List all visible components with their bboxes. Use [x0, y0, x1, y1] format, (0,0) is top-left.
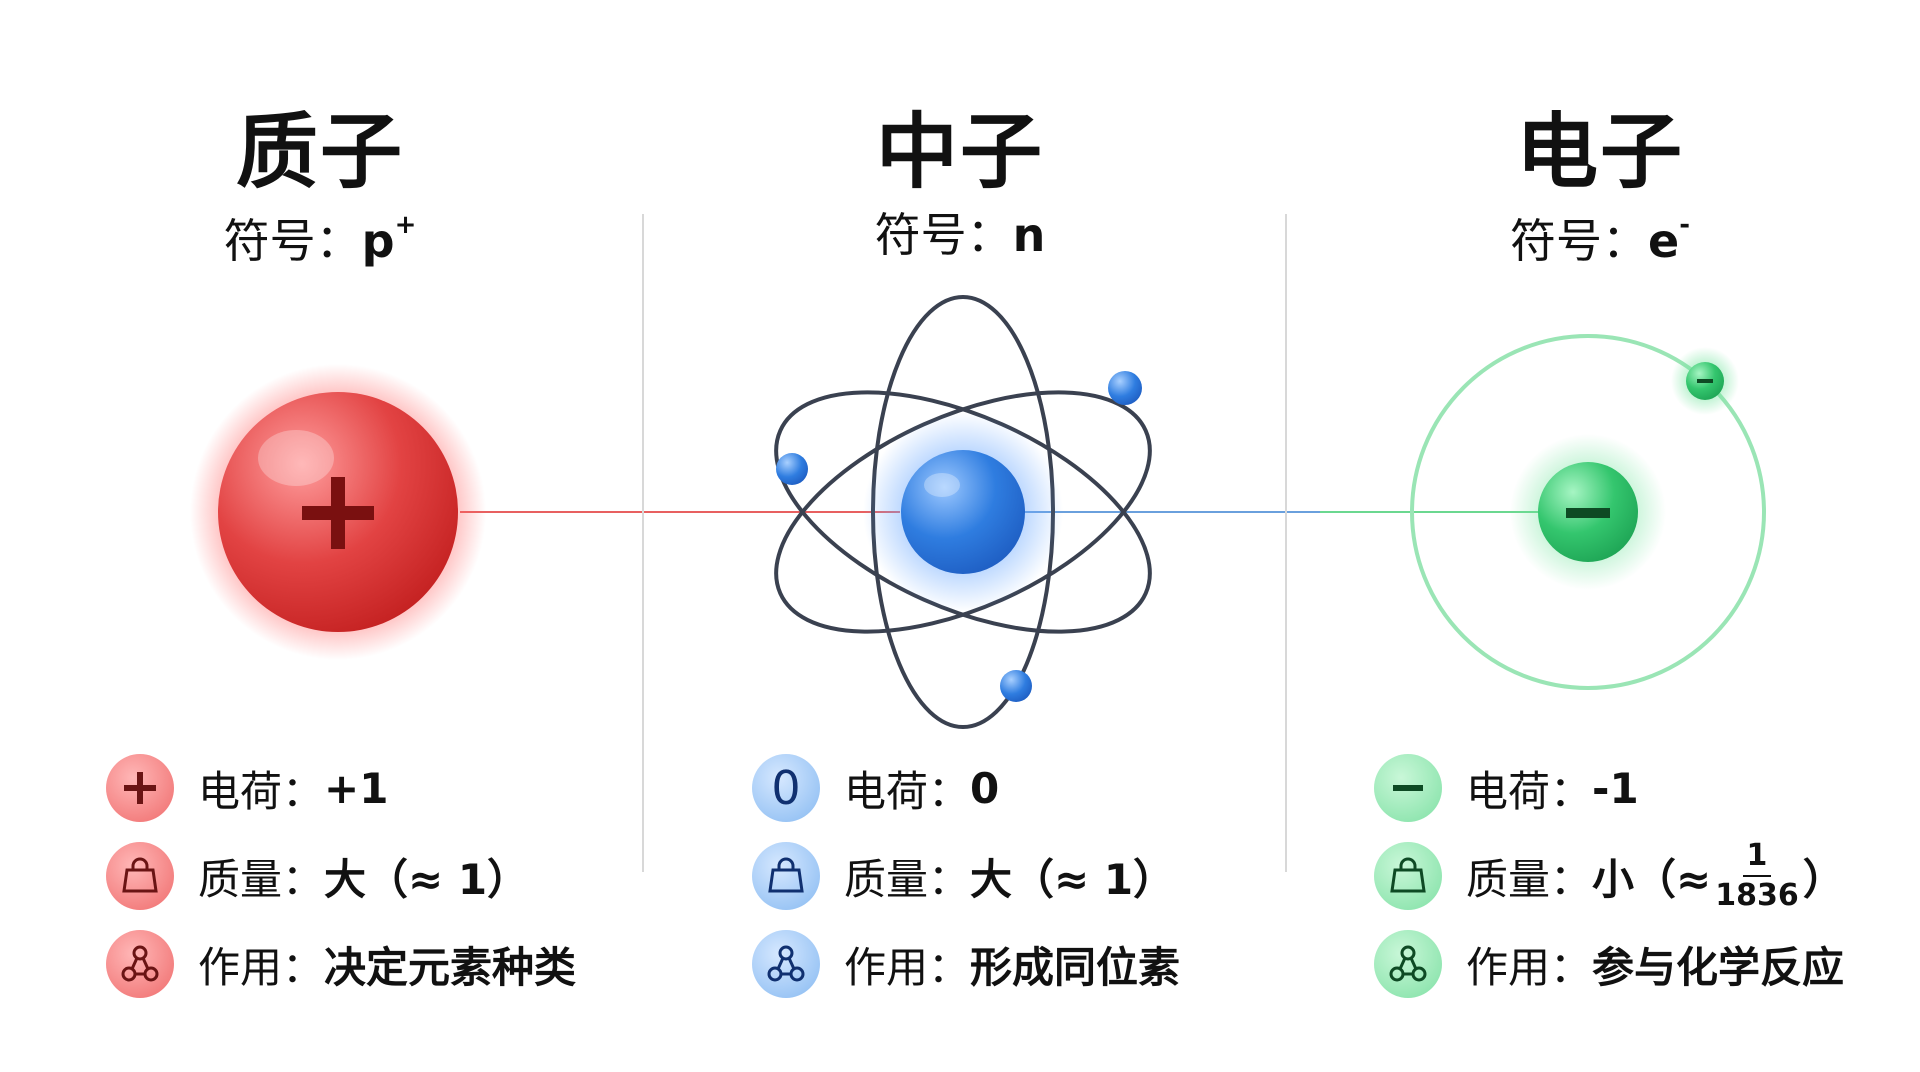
- charge-value: +1: [324, 763, 389, 813]
- mass-value: 大（≈ 1）: [324, 854, 530, 904]
- plus-icon: [106, 754, 174, 822]
- mass-value: 大（≈ 1）: [970, 854, 1176, 904]
- column-divider: [642, 214, 644, 872]
- proton-title: 质子: [235, 105, 404, 200]
- mass-row: 质量： 小（≈ 1 1836 ）: [1374, 832, 1845, 920]
- electron-orbit: [1410, 334, 1766, 690]
- minus-icon: [1697, 379, 1713, 383]
- charge-row: 0 电荷：0: [752, 744, 1180, 832]
- electron-diagram: [1410, 334, 1766, 690]
- minus-icon: [1374, 754, 1442, 822]
- role-row: 作用：参与化学反应: [1374, 920, 1845, 1008]
- weight-bag-icon: [106, 842, 174, 910]
- plus-icon: [302, 477, 374, 549]
- mass-value: 小（≈: [1592, 854, 1712, 904]
- charge-row: 电荷：+1: [106, 744, 576, 832]
- orbit-ball: [1000, 670, 1032, 702]
- electron-symbol: 符号：e-: [1510, 210, 1690, 268]
- charge-value: -1: [1592, 763, 1639, 813]
- mass-row: 质量：大（≈ 1）: [106, 832, 576, 920]
- proton-symbol: 符号：p+: [223, 210, 417, 268]
- mass-row: 质量：大（≈ 1）: [752, 832, 1180, 920]
- zero-icon: 0: [752, 754, 820, 822]
- weight-bag-icon: [752, 842, 820, 910]
- electron-title: 电子: [1515, 105, 1684, 200]
- role-value: 参与化学反应: [1592, 942, 1845, 992]
- column-divider: [1285, 214, 1287, 872]
- charge-value: 0: [970, 763, 1000, 813]
- molecule-icon: [106, 930, 174, 998]
- role-value: 决定元素种类: [324, 942, 577, 992]
- orbit-ball: [1108, 371, 1142, 405]
- charge-row: 电荷：-1: [1374, 744, 1845, 832]
- mass-fraction: 1 1836: [1715, 838, 1799, 913]
- neutron-title: 中子: [875, 105, 1044, 200]
- proton-sphere: [190, 364, 486, 660]
- electron-properties: 电荷：-1 质量： 小（≈ 1 1836 ） 作用：参与化学反应: [1374, 744, 1845, 1008]
- electron-column: 电子 符号：e- 电荷：-1 质量： 小（≈ 1 1836 ）: [1280, 0, 1920, 1072]
- molecule-icon: [1374, 930, 1442, 998]
- role-row: 作用：形成同位素: [752, 920, 1180, 1008]
- neutron-nucleus: [901, 450, 1025, 574]
- neutron-column: 中子 符号：n 0 电荷：0 质量：大（≈ 1） 作用：形成同位素: [640, 0, 1280, 1072]
- role-value: 形成同位素: [970, 942, 1181, 992]
- proton-column: 质子 符号：p+ 电荷：+1 质量：大（≈ 1） 作用：决定元素种类: [0, 0, 640, 1072]
- molecule-icon: [752, 930, 820, 998]
- orbit-ball: [776, 453, 808, 485]
- neutron-symbol: 符号：n: [874, 208, 1046, 262]
- weight-bag-icon: [1374, 842, 1442, 910]
- minus-icon: [1566, 508, 1610, 518]
- neutron-atom: [774, 295, 1152, 729]
- proton-properties: 电荷：+1 质量：大（≈ 1） 作用：决定元素种类: [106, 744, 576, 1008]
- neutron-properties: 0 电荷：0 质量：大（≈ 1） 作用：形成同位素: [752, 744, 1180, 1008]
- role-row: 作用：决定元素种类: [106, 920, 576, 1008]
